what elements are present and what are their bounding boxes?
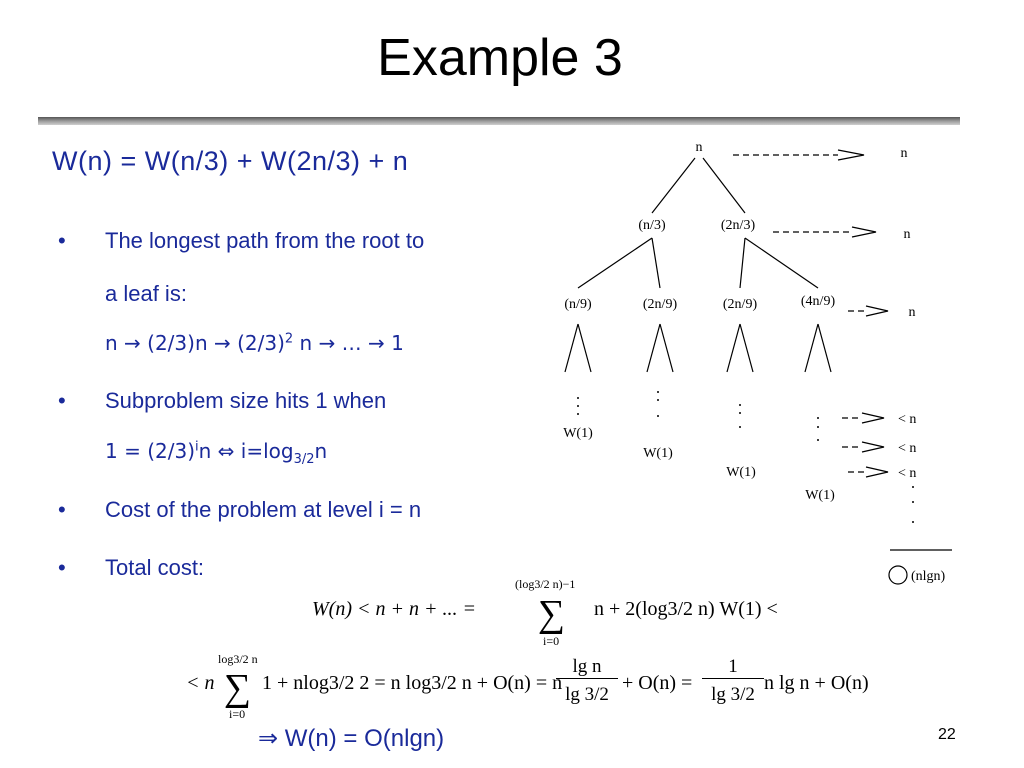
page-number: 22 [938,726,956,743]
equation-rhs: n + 2(log3/2 n) W(1) < [594,598,778,620]
equation-term: 1 + nlog3/2 2 = n log3/2 n + O(n) = n [262,672,563,694]
title-divider [38,117,960,125]
sum-upper-limit: log3/2 n [218,652,258,666]
tree-leaf: W(1) [726,465,756,480]
continuation-dots [577,391,914,523]
bullet-text: The longest path from the root to [105,228,425,253]
summation-symbol: ∑ [224,667,252,709]
fraction-numerator: 1 [702,656,764,679]
recurrence-formula: W(n) = W(n/3) + W(2n/3) + n [52,146,409,176]
tree-leaf: W(1) [805,488,835,503]
total-cost: (nlgn) [911,569,946,584]
bullet-text: Cost of the problem at level i = n [105,497,422,522]
bullet-marker: • [58,497,66,522]
equation-start: < n [186,672,215,694]
hits-formula: 1 = (2/3)in ⇔ i=log3/2n [105,439,328,467]
equation-end: n lg n + O(n) [764,672,869,694]
bullet-marker: • [58,555,66,580]
conclusion-formula: ⇒ W(n) = O(nlgn) [258,725,445,752]
equation-lhs: W(n) < n + n + ... = [312,598,476,620]
row-cost: n [909,305,916,320]
row-cost: n [901,146,908,161]
fraction-numerator: lg n [556,656,618,679]
tree-node: (n/3) [638,218,666,233]
fraction-denominator: lg 3/2 [711,684,755,705]
sum-lower-limit: i=0 [543,634,560,648]
tree-node: n [696,140,703,155]
tree-leaf: W(1) [563,426,593,441]
row-cost: < n [898,412,916,427]
sum-upper-limit: (log3/2 n)−1 [515,577,576,591]
tree-node: (n/9) [564,297,592,312]
bullet-marker: • [58,228,66,253]
tree-node: (2n/9) [723,297,758,312]
sum-lower-limit: i=0 [229,707,246,721]
row-cost: < n [898,441,916,456]
bullet-text: a leaf is: [105,281,187,306]
tree-node: (2n/9) [643,297,678,312]
equation-mid: + O(n) = [622,672,693,694]
slide-title: Example 3 [377,29,623,87]
fraction-denominator: lg 3/2 [565,684,609,705]
bullet-text: Total cost: [105,555,205,580]
row-cost: < n [898,466,916,481]
path-formula: n → (2/3)n → (2/3)2 n → … → 1 [105,331,404,355]
tree-leaf: W(1) [643,446,673,461]
bullet-text: Subproblem size hits 1 when [105,388,387,413]
tree-node: (2n/3) [721,218,756,233]
row-cost: n [904,227,911,242]
bullet-marker: • [58,388,66,413]
tree-node: (4n/9) [801,294,836,309]
summation-symbol: ∑ [538,593,566,635]
